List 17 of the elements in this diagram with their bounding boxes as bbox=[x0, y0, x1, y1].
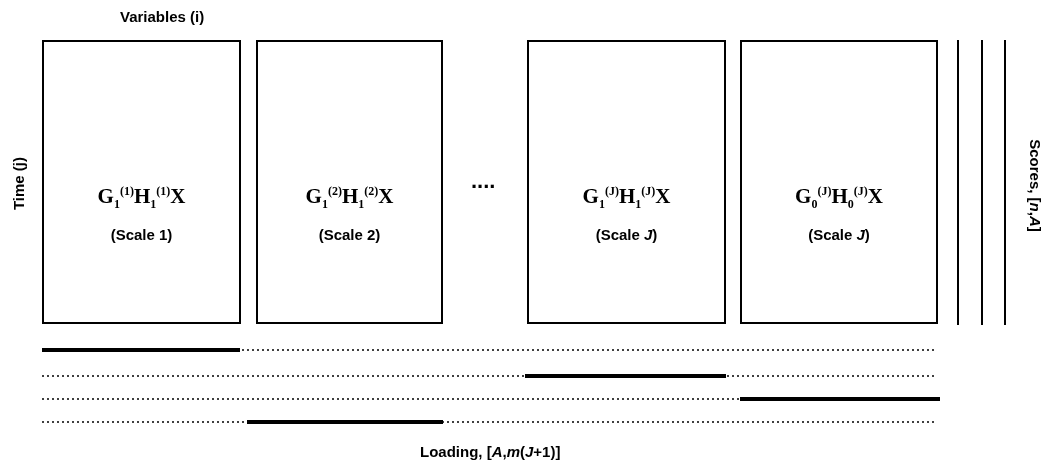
matrix-formula: G$_{1}$$^{(J)}$H$_{1}$$^{(J)}$X bbox=[581, 184, 672, 213]
axis-title: Time (j) bbox=[9, 156, 27, 210]
ellipsis: .... bbox=[471, 168, 496, 194]
scale-label: (Scale J) bbox=[807, 226, 871, 243]
matrix-block bbox=[527, 40, 726, 324]
axis-title: Scores, [n,A] bbox=[1026, 138, 1044, 232]
axis-title: Variables (i) bbox=[120, 8, 205, 25]
matrix-block bbox=[42, 40, 241, 324]
matrix-block bbox=[256, 40, 443, 324]
matrix-formula: G$_{0}$$^{(J)}$H$_{0}$$^{(J)}$X bbox=[794, 184, 884, 213]
matrix-formula: G$_{1}$$^{(2)}$H$_{1}$$^{(2)}$X bbox=[304, 184, 395, 213]
scale-label: (Scale 1) bbox=[109, 226, 174, 243]
axis-title: Loading, [A,m(J+1)] bbox=[420, 443, 561, 460]
scale-label: (Scale 2) bbox=[317, 226, 382, 243]
scale-label: (Scale J) bbox=[594, 226, 659, 243]
matrix-formula: G$_{1}$$^{(1)}$H$_{1}$$^{(1)}$X bbox=[96, 184, 187, 213]
matrix-block bbox=[740, 40, 938, 324]
